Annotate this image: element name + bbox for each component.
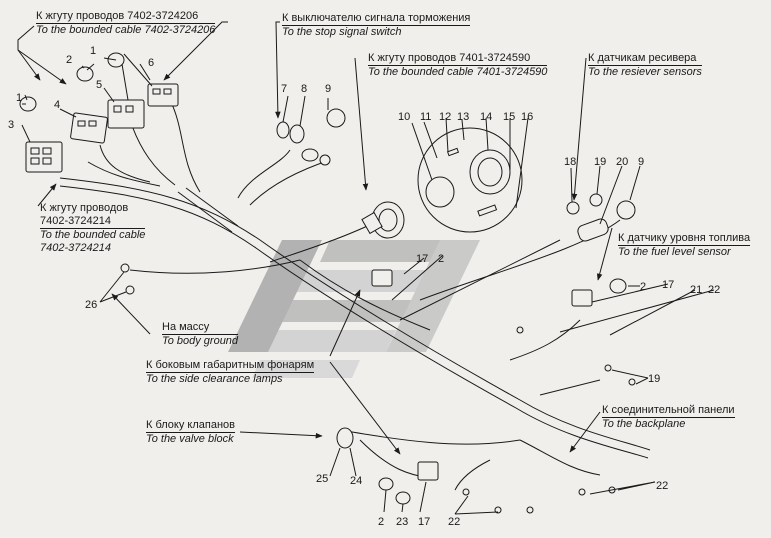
sleeve-18 xyxy=(566,201,580,215)
label-en: To the side clearance lamps xyxy=(146,373,283,385)
components xyxy=(19,52,636,514)
sleeve-2 xyxy=(76,66,94,82)
callout-25: 25 xyxy=(316,473,328,485)
label-harness-7402-3724206: К жгуту проводов 7402-3724206 To the bou… xyxy=(36,10,216,37)
label-valve-block: К блоку клапанов To the valve block xyxy=(146,419,236,446)
callout-23: 23 xyxy=(396,516,408,528)
callout-4: 4 xyxy=(54,99,60,111)
callout-19a: 19 xyxy=(594,156,606,168)
valve-connector-25 xyxy=(336,427,354,449)
label-en: To the resiever sensors xyxy=(588,66,702,78)
callout-24: 24 xyxy=(350,475,362,487)
callout-19b: 19 xyxy=(648,373,660,385)
part-20 xyxy=(577,218,609,242)
callout-22a: 22 xyxy=(708,284,720,296)
label-receiver-sensors: К датчикам ресивера To the resiever sens… xyxy=(588,52,702,79)
label-backplane: К соединительной панели To the backplane xyxy=(602,404,735,431)
connector-plug-10 xyxy=(425,176,455,208)
callout-18: 18 xyxy=(564,156,576,168)
sleeve-19 xyxy=(589,193,603,207)
callout-2c: 2 xyxy=(640,281,646,293)
callout-21: 21 xyxy=(690,284,702,296)
label-harness-7401-3724590: К жгуту проводов 7401-3724590 To the bou… xyxy=(368,52,548,79)
callout-3: 3 xyxy=(8,119,14,131)
label-ru: К боковым габаритным фонарям xyxy=(146,359,315,373)
label-ru: 7402-3724214 xyxy=(40,215,146,229)
callout-1b: 1 xyxy=(90,45,96,57)
part-7 xyxy=(276,121,290,139)
label-ru: К датчикам ресивера xyxy=(588,52,702,66)
sleeve-2c xyxy=(378,477,394,491)
callout-17c: 17 xyxy=(418,516,430,528)
label-ru: К блоку клапанов xyxy=(146,419,236,433)
ring-terminal-26b xyxy=(125,285,135,295)
label-en: 7402-3724214 xyxy=(40,242,111,254)
connector-17c xyxy=(417,461,439,481)
label-stop-switch: К выключателю сигнала торможения To the … xyxy=(282,12,471,39)
callout-2b: 2 xyxy=(438,253,444,265)
sleeve-9b xyxy=(616,200,636,220)
label-ru: К выключателю сигнала торможения xyxy=(282,12,471,26)
label-en: To the fuel level sensor xyxy=(618,246,731,258)
callout-12: 12 xyxy=(439,111,451,123)
label-ru: К соединительной панели xyxy=(602,404,735,418)
connector-4 xyxy=(70,112,108,144)
label-harness-7402-3724214: К жгуту проводов 7402-3724214 To the bou… xyxy=(40,202,146,255)
label-en: To body ground xyxy=(162,335,239,347)
connector-17a xyxy=(371,269,393,287)
label-clearance-lamps: К боковым габаритным фонарям To the side… xyxy=(146,359,315,386)
callout-17a: 17 xyxy=(416,253,428,265)
callout-11: 11 xyxy=(420,111,431,123)
sleeve-2b xyxy=(609,278,627,294)
label-en: To the bounded cable 7402-3724206 xyxy=(36,24,216,36)
callout-22b: 22 xyxy=(656,480,668,492)
leader-lines xyxy=(17,21,715,515)
callout-2d: 2 xyxy=(378,516,384,528)
watermark-logo xyxy=(228,240,480,378)
callout-2a: 2 xyxy=(66,54,72,66)
callout-13: 13 xyxy=(457,111,469,123)
connector-17b xyxy=(571,289,593,307)
connector-6 xyxy=(147,83,179,107)
part-8 xyxy=(289,124,305,144)
callout-26: 26 xyxy=(85,299,97,311)
detail-view-circle xyxy=(417,127,523,233)
sleeve-1a xyxy=(19,96,37,112)
callout-9b: 9 xyxy=(638,156,644,168)
callout-20: 20 xyxy=(616,156,628,168)
callout-14: 14 xyxy=(480,111,492,123)
label-ru: К датчику уровня топлива xyxy=(618,232,751,246)
connector-5 xyxy=(107,99,145,129)
label-en: To the valve block xyxy=(146,433,234,445)
harness-trunk xyxy=(59,99,651,491)
callout-15: 15 xyxy=(503,111,515,123)
label-ru: К жгуту проводов xyxy=(40,202,129,214)
callout-10: 10 xyxy=(398,111,410,123)
label-fuel-sensor: К датчику уровня топлива To the fuel lev… xyxy=(618,232,751,259)
callout-7: 7 xyxy=(281,83,287,95)
callout-17b: 17 xyxy=(662,279,674,291)
callout-9a: 9 xyxy=(325,83,331,95)
label-body-ground: На массу To body ground xyxy=(162,321,239,348)
label-ru: К жгуту проводов 7402-3724206 xyxy=(36,10,216,24)
label-en: To the bounded cable 7401-3724590 xyxy=(368,66,548,78)
label-en: To the stop signal switch xyxy=(282,26,402,38)
callout-16: 16 xyxy=(521,111,533,123)
callout-6: 6 xyxy=(148,57,154,69)
callout-1a: 1 xyxy=(16,92,22,104)
callout-numbers: 1 2 1 6 3 4 5 7 8 9 10 11 12 13 14 15 16… xyxy=(8,45,720,528)
label-ru: На массу xyxy=(162,321,239,335)
label-ru: К жгуту проводов 7401-3724590 xyxy=(368,52,548,66)
ring-terminal-26a xyxy=(120,263,130,273)
connector-3 xyxy=(25,141,63,173)
callout-8: 8 xyxy=(301,83,307,95)
part-9a xyxy=(326,108,346,128)
sleeve-23 xyxy=(395,491,411,505)
label-en: To the bounded cable xyxy=(40,229,146,241)
callout-22c: 22 xyxy=(448,516,460,528)
callout-5: 5 xyxy=(96,79,102,91)
label-en: To the backplane xyxy=(602,418,686,430)
